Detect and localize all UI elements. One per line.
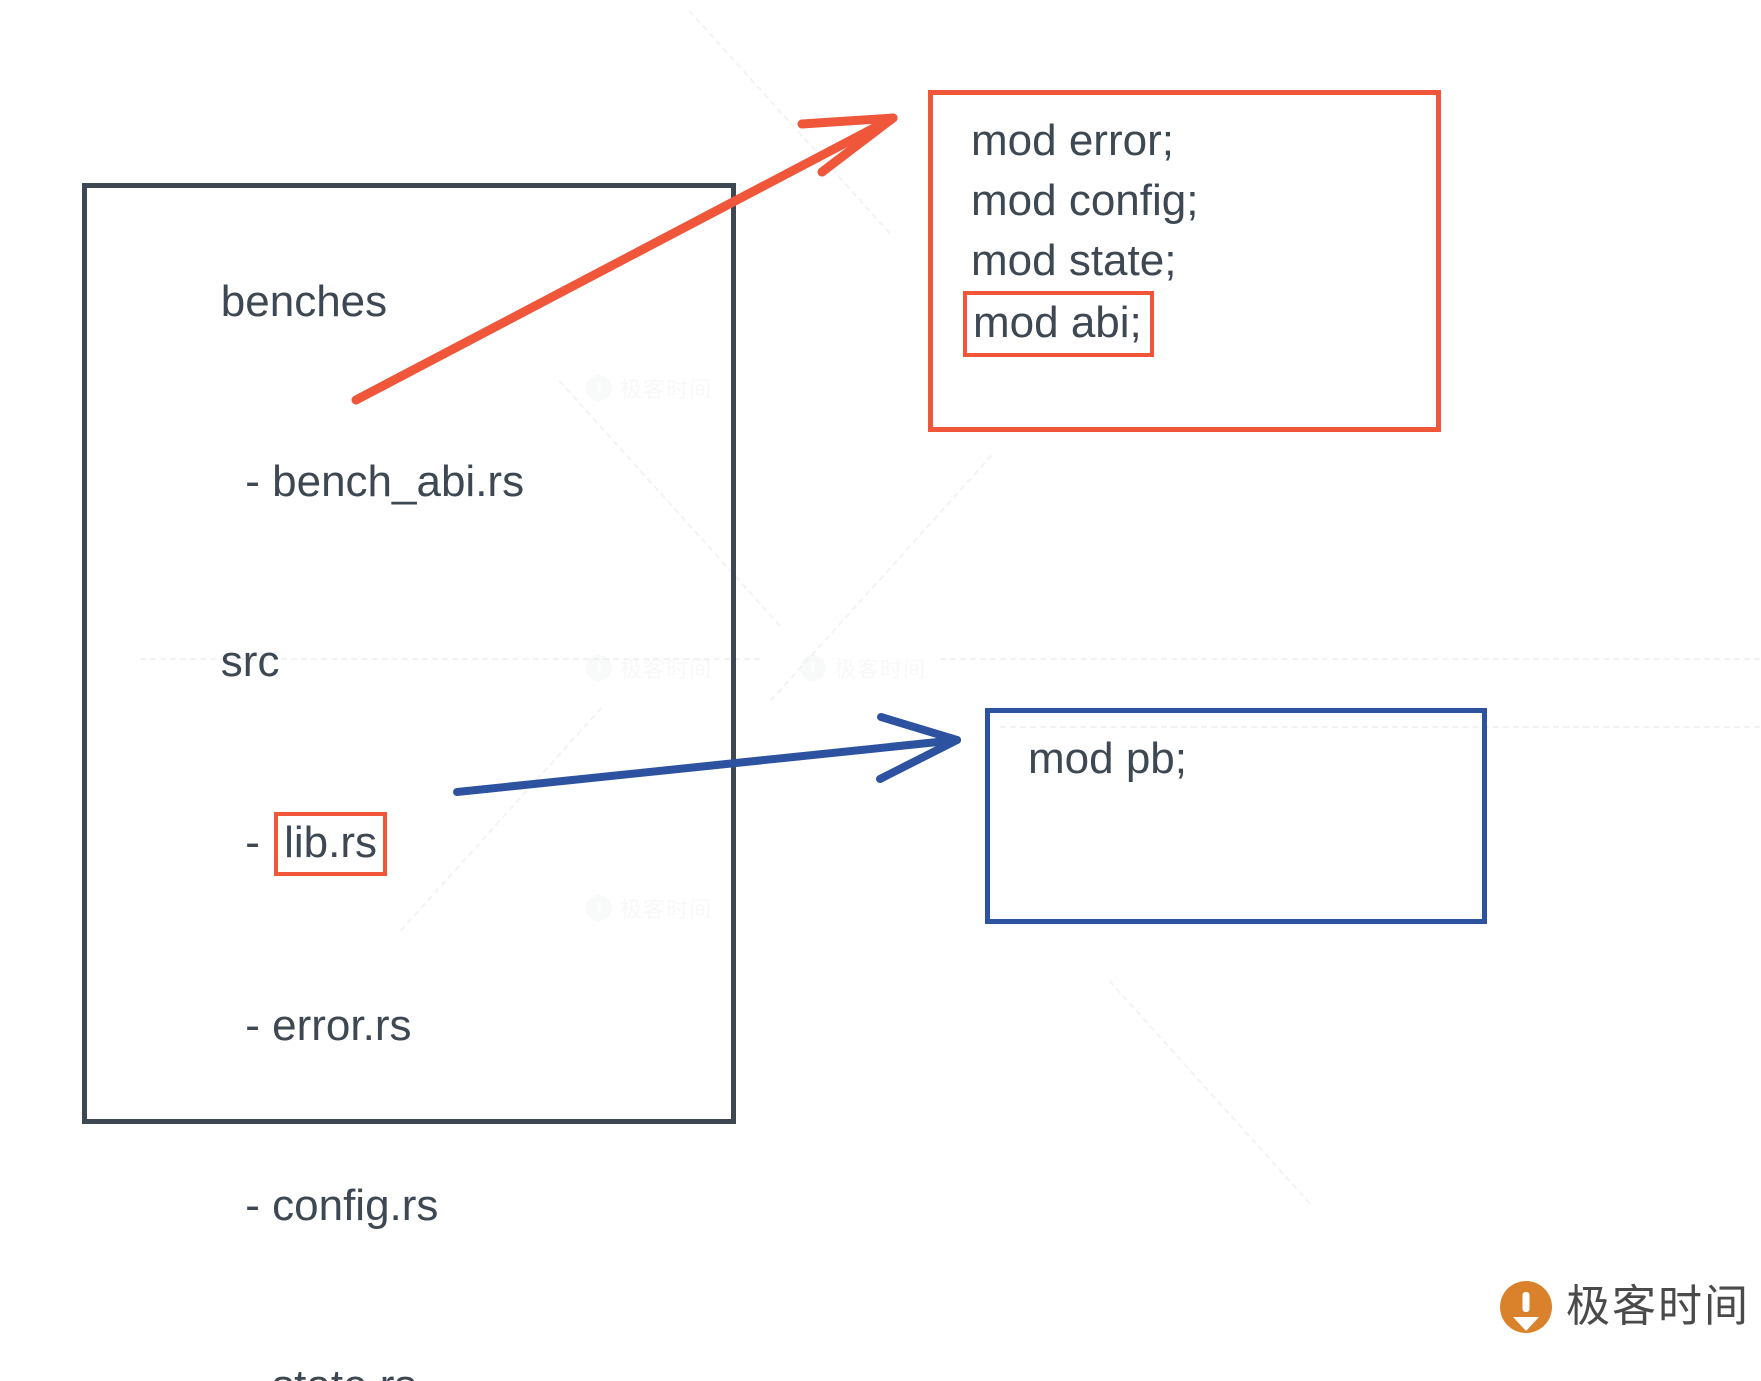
lib-rs-code-box: mod error; mod config; mod state; mod ab… xyxy=(928,90,1441,432)
tree-row-error-rs: - error.rs xyxy=(123,936,721,1116)
tree-row-src: src xyxy=(123,572,721,752)
mod-rs-code-list: mod pb; xyxy=(1028,729,1476,789)
lib-rs-code-list: mod error; mod config; mod state; mod ab… xyxy=(963,111,1430,357)
tree-row-label: - bench_abi.rs xyxy=(220,457,525,506)
tree-row-bench-abi-rs: - bench_abi.rs xyxy=(123,392,721,572)
tree-row-label: - error.rs xyxy=(220,1001,412,1050)
code-row-mod-config: mod config; xyxy=(971,176,1199,225)
tree-row-prefix: - xyxy=(220,818,273,867)
tree-row-label: - state.rs xyxy=(221,1361,416,1381)
tree-row-label: - config.rs xyxy=(220,1181,439,1230)
mod-rs-code-box: mod pb; xyxy=(985,708,1487,924)
watermark-tile: 极客时间 xyxy=(800,652,926,684)
tree-row-benches: benches xyxy=(123,212,721,392)
tree-row-label-highlighted[interactable]: lib.rs xyxy=(274,812,388,876)
tree-row-config-rs: - config.rs xyxy=(123,1116,721,1296)
code-row-mod-state: mod state; xyxy=(971,236,1177,285)
project-file-tree-panel: benches - bench_abi.rs src - lib.rs - er… xyxy=(82,183,736,1381)
tree-row-state-rs: - state.rs xyxy=(123,1296,721,1381)
tree-row-label: src xyxy=(220,637,280,686)
watermark-label: 极客时间 xyxy=(834,658,927,683)
watermark-mark-icon xyxy=(800,655,826,681)
file-tree-list: benches - bench_abi.rs src - lib.rs - er… xyxy=(123,212,721,1381)
tree-row-label: benches xyxy=(220,277,388,326)
brand-logo: 极客时间 xyxy=(1500,1281,1750,1333)
geektime-logo-icon xyxy=(1500,1281,1552,1333)
code-row-mod-abi-highlighted[interactable]: mod abi; xyxy=(963,291,1154,357)
code-row-mod-error: mod error; xyxy=(971,116,1174,165)
tree-row-lib-rs[interactable]: - lib.rs xyxy=(123,752,721,936)
brand-name: 极客时间 xyxy=(1566,1281,1750,1332)
code-row-mod-pb: mod pb; xyxy=(1028,734,1187,783)
